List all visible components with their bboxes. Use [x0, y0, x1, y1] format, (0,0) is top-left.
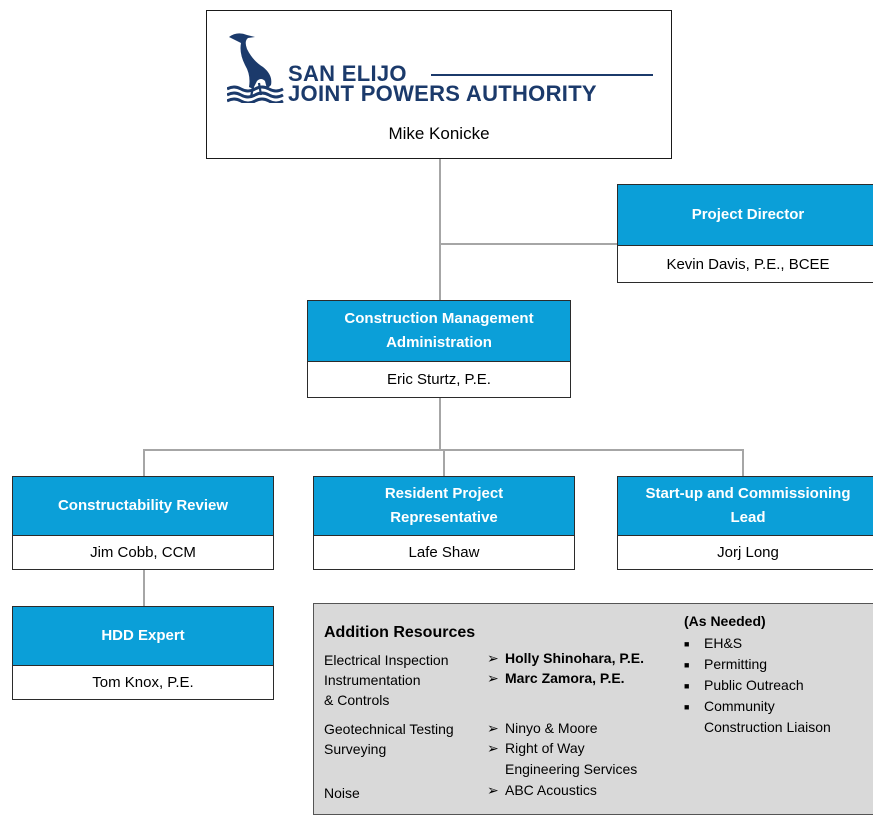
resident-rep-title: Resident Project Representative — [313, 476, 575, 536]
resource-value: Engineering Services — [505, 761, 638, 777]
cm-admin-name: Eric Sturtz, P.E. — [307, 362, 571, 398]
constructability-title: Constructability Review — [12, 476, 274, 536]
startup-name: Jorj Long — [617, 536, 873, 570]
arrow-bullet-icon: ➢ — [487, 650, 499, 666]
resource-label: Surveying — [324, 741, 387, 757]
cm-admin-title: Construction Management Administration — [307, 300, 571, 362]
constructability-box: Constructability Review Jim Cobb, CCM — [12, 476, 274, 570]
resource-value: ➢Right of Way — [487, 740, 585, 756]
project-director-name: Kevin Davis, P.E., BCEE — [617, 246, 873, 283]
hdd-expert-name: Tom Knox, P.E. — [12, 666, 274, 700]
authority-logo: SAN ELIJO JOINT POWERS AUTHORITY — [227, 31, 657, 116]
as-needed-item: Construction Liaison — [704, 719, 831, 735]
resource-label: Instrumentation — [324, 672, 421, 688]
as-needed-item: ■Permitting — [684, 654, 767, 676]
resource-label: & Controls — [324, 692, 390, 708]
as-needed-item: ■EH&S — [684, 633, 742, 655]
startup-title: Start-up and Commissioning Lead — [617, 476, 873, 536]
connector-drop-left — [143, 449, 145, 476]
heron-icon — [227, 33, 284, 103]
resources-title: Addition Resources — [324, 624, 476, 641]
resource-label: Noise — [324, 785, 360, 801]
resource-label: Geotechnical Testing — [324, 721, 454, 737]
resource-value: ➢Ninyo & Moore — [487, 720, 598, 736]
connector-drop-right — [742, 449, 744, 476]
arrow-bullet-icon: ➢ — [487, 670, 499, 686]
resident-rep-name: Lafe Shaw — [313, 536, 575, 570]
connector-director-branch — [439, 243, 617, 245]
additional-resources-panel: Addition Resources Electrical Inspection… — [313, 603, 873, 815]
startup-box: Start-up and Commissioning Lead Jorj Lon… — [617, 476, 873, 570]
arrow-bullet-icon: ➢ — [487, 782, 499, 798]
project-director-title: Project Director — [617, 184, 873, 246]
square-bullet-icon: ■ — [684, 659, 690, 670]
arrow-bullet-icon: ➢ — [487, 720, 499, 736]
hdd-expert-box: HDD Expert Tom Knox, P.E. — [12, 606, 274, 700]
authority-person-name: Mike Konicke — [388, 124, 490, 143]
logo-rule — [431, 74, 653, 76]
square-bullet-icon: ■ — [684, 680, 690, 691]
as-needed-item: ■Community — [684, 696, 775, 718]
connector-hdd — [143, 570, 145, 606]
cm-admin-box: Construction Management Administration E… — [307, 300, 571, 398]
authority-box: SAN ELIJO JOINT POWERS AUTHORITY Mike Ko… — [206, 10, 672, 159]
as-needed-title: (As Needed) — [684, 613, 766, 629]
square-bullet-icon: ■ — [684, 701, 690, 712]
resource-label: Electrical Inspection — [324, 652, 449, 668]
hdd-expert-title: HDD Expert — [12, 606, 274, 666]
constructability-name: Jim Cobb, CCM — [12, 536, 274, 570]
logo-text-line1: SAN ELIJO — [288, 61, 407, 86]
square-bullet-icon: ■ — [684, 638, 690, 649]
resource-value: ➢Marc Zamora, P.E. — [487, 670, 625, 686]
resource-value: ➢ABC Acoustics — [487, 782, 597, 798]
arrow-bullet-icon: ➢ — [487, 740, 499, 756]
resident-rep-box: Resident Project Representative Lafe Sha… — [313, 476, 575, 570]
as-needed-item: ■Public Outreach — [684, 675, 804, 697]
logo-text-line2: JOINT POWERS AUTHORITY — [288, 81, 597, 106]
resource-value: ➢Holly Shinohara, P.E. — [487, 650, 645, 666]
connector-cm-trunk — [439, 398, 441, 450]
project-director-box: Project Director Kevin Davis, P.E., BCEE — [617, 184, 873, 283]
connector-drop-center — [443, 449, 445, 476]
connector-top-trunk — [439, 159, 441, 302]
